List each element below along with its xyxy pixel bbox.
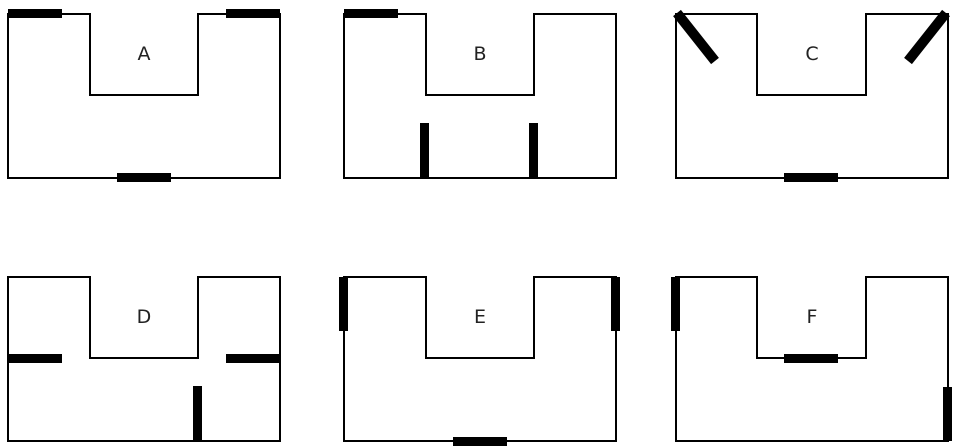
panel-label-d: D [137,306,152,328]
bar-b-inner-right [529,123,538,178]
bar-f-right-wall [943,387,952,441]
bar-d-mid-right [226,354,280,363]
room-outline-a [7,13,281,179]
panel-label-c: C [805,43,818,65]
panel-label-f: F [807,306,818,328]
panel-label-e: E [474,306,486,328]
bar-f-left-wall [671,277,680,331]
bar-a-top-left [8,9,62,18]
bar-e-right-wall [611,277,620,331]
bar-d-mid-left [8,354,62,363]
panel-a: A [7,9,281,182]
room-outline-e [343,276,617,442]
panel-f: F [671,276,952,442]
bar-c-bottom [784,173,838,182]
panel-b: B [343,9,617,179]
bar-a-top-right [226,9,280,18]
bar-c-diagonal-right [904,9,950,65]
panel-label-b: B [473,43,486,65]
bar-b-inner-left [420,123,429,178]
bar-b-top-left [344,9,398,18]
bar-e-left-wall [339,277,348,331]
bar-e-bottom [453,437,507,446]
panel-d: D [7,276,281,442]
room-outline-f [675,276,949,442]
bar-c-diagonal-left [673,9,719,65]
bar-f-notch-bottom [784,354,838,363]
bar-a-bottom [117,173,171,182]
room-outline-c [675,13,949,179]
room-outline-b [343,13,617,179]
panel-e: E [339,276,620,446]
room-outline-d [7,276,281,442]
bar-d-vertical [193,386,202,441]
panel-label-a: A [138,43,151,65]
panel-c: C [673,9,950,182]
